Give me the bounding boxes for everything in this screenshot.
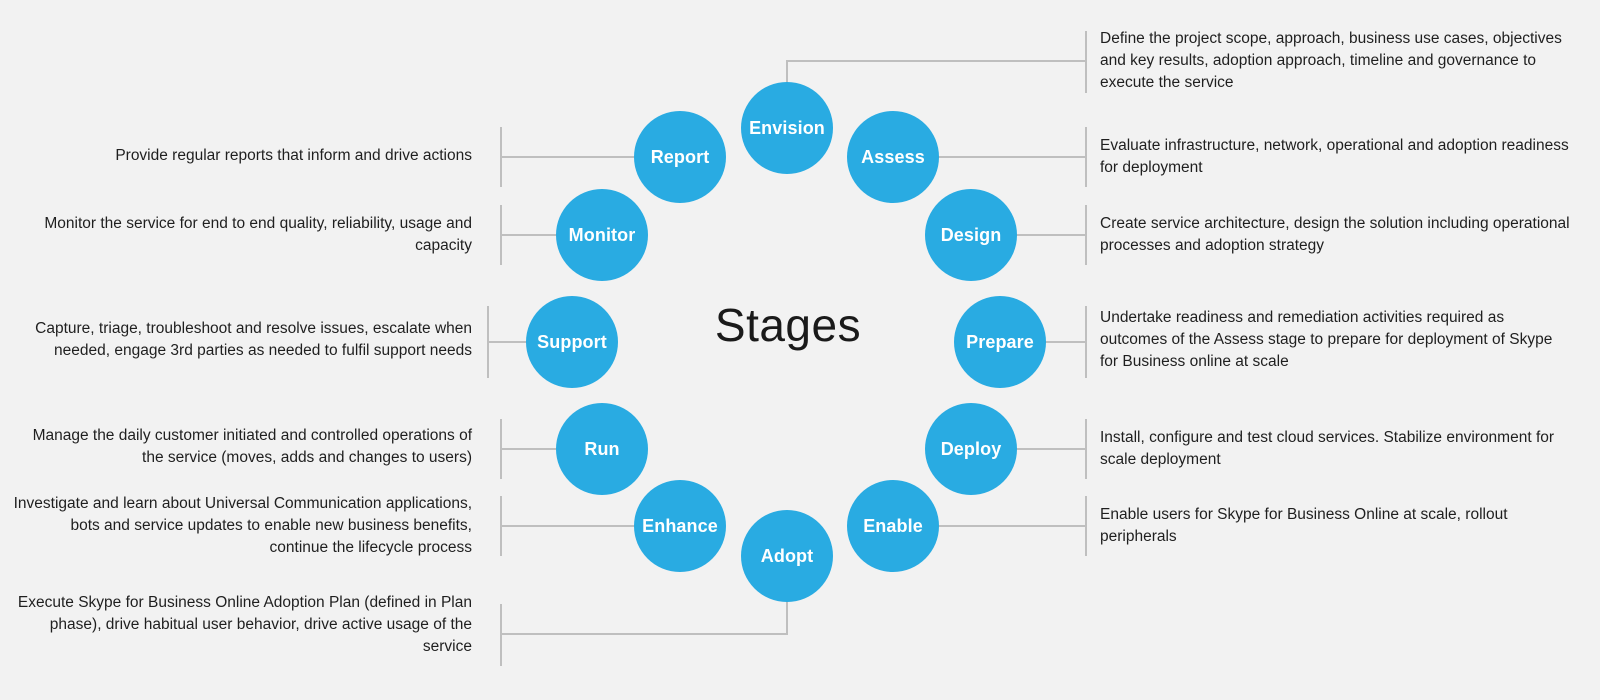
stage-description-enhance: Investigate and learn about Universal Co… — [13, 495, 472, 556]
bracket-adopt — [500, 604, 502, 666]
stage-label-deploy: Deploy — [940, 439, 1002, 459]
bracket-design — [1085, 205, 1087, 265]
stage-description-assess: Evaluate infrastructure, network, operat… — [1100, 137, 1569, 176]
bracket-enable — [1085, 496, 1087, 556]
stage-label-support: Support — [537, 332, 607, 352]
connector-adopt-vertical — [786, 592, 788, 635]
connector-deploy-horizontal — [1014, 448, 1086, 450]
connector-enhance-horizontal — [500, 525, 635, 527]
connector-support-horizontal — [487, 341, 527, 343]
connector-enable-horizontal — [935, 525, 1086, 527]
stage-label-enable: Enable — [863, 516, 923, 536]
stage-node-enable[interactable]: Enable — [847, 480, 939, 572]
stage-node-envision[interactable]: Envision — [741, 82, 833, 174]
stage-label-assess: Assess — [861, 147, 925, 167]
stage-label-report: Report — [650, 147, 710, 167]
stage-description-envision: Define the project scope, approach, busi… — [1100, 30, 1562, 91]
bracket-support — [487, 306, 489, 378]
stage-description-adopt: Execute Skype for Business Online Adopti… — [17, 594, 472, 655]
connector-run-horizontal — [500, 448, 556, 450]
connector-monitor-horizontal — [500, 234, 556, 236]
bracket-prepare — [1085, 306, 1087, 378]
stage-label-design: Design — [940, 225, 1002, 245]
stage-node-enhance[interactable]: Enhance — [634, 480, 726, 572]
connector-report-horizontal — [500, 156, 635, 158]
stage-description-report: Provide regular reports that inform and … — [115, 147, 472, 164]
stage-label-monitor: Monitor — [568, 225, 636, 245]
diagram-center-title: Stages — [714, 299, 862, 351]
stage-description-run: Manage the daily customer initiated and … — [32, 427, 472, 466]
connector-envision-horizontal — [786, 60, 1086, 62]
stage-description-deploy: Install, configure and test cloud servic… — [1100, 429, 1555, 468]
connector-design-horizontal — [1014, 234, 1086, 236]
stage-node-assess[interactable]: Assess — [847, 111, 939, 203]
stage-node-deploy[interactable]: Deploy — [925, 403, 1017, 495]
bracket-enhance — [500, 496, 502, 556]
bracket-report — [500, 127, 502, 187]
stage-description-design: Create service architecture, design the … — [1100, 215, 1570, 254]
stage-label-envision: Envision — [749, 118, 825, 138]
bracket-assess — [1085, 127, 1087, 187]
stage-label-run: Run — [584, 439, 620, 459]
bracket-envision — [1085, 31, 1087, 93]
stage-label-enhance: Enhance — [642, 516, 718, 536]
connector-assess-horizontal — [935, 156, 1086, 158]
stage-node-monitor[interactable]: Monitor — [556, 189, 648, 281]
stage-description-monitor: Monitor the service for end to end quali… — [44, 215, 472, 254]
connector-prepare-horizontal — [1044, 341, 1086, 343]
bracket-run — [500, 419, 502, 479]
stage-label-adopt: Adopt — [760, 546, 814, 566]
stage-node-support[interactable]: Support — [526, 296, 618, 388]
connector-adopt-horizontal — [500, 633, 788, 635]
stage-label-prepare: Prepare — [966, 332, 1034, 352]
stage-node-design[interactable]: Design — [925, 189, 1017, 281]
bracket-deploy — [1085, 419, 1087, 479]
stage-description-enable: Enable users for Skype for Business Onli… — [1100, 506, 1508, 545]
stage-node-adopt[interactable]: Adopt — [741, 510, 833, 602]
bracket-monitor — [500, 205, 502, 265]
stage-description-support: Capture, triage, troubleshoot and resolv… — [35, 320, 472, 359]
stage-description-prepare: Undertake readiness and remediation acti… — [1100, 309, 1553, 370]
stage-node-report[interactable]: Report — [634, 111, 726, 203]
stage-node-prepare[interactable]: Prepare — [954, 296, 1046, 388]
stage-node-run[interactable]: Run — [556, 403, 648, 495]
